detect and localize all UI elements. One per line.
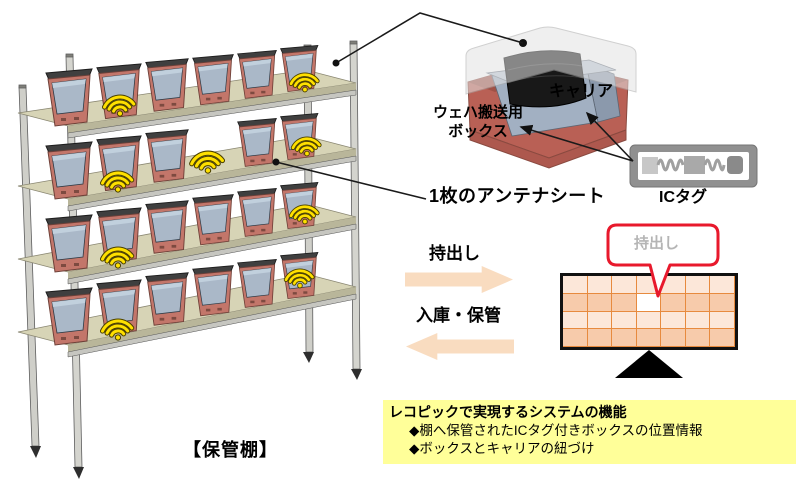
carrier-box-illustration	[465, 26, 637, 169]
grid-cell	[563, 293, 588, 312]
grid-cell	[612, 329, 637, 347]
grid-cell	[587, 276, 613, 294]
grid-cell	[685, 276, 711, 294]
grid-cell	[636, 311, 662, 330]
callout-bubble-label: 持出し	[634, 235, 680, 252]
grid-cell	[661, 276, 686, 294]
shelf-post-feet	[30, 352, 362, 479]
grid-cell	[636, 329, 662, 347]
grid-cell	[636, 293, 662, 312]
grid-cell	[661, 293, 686, 312]
shelf-map-monitor	[560, 273, 738, 350]
carrier-label: キャリア	[549, 83, 614, 100]
connector-lines	[272, 12, 634, 200]
translucent-lid	[465, 26, 637, 95]
grid-cell	[563, 329, 588, 347]
grid-cell	[685, 311, 711, 330]
checkin-label: 入庫・保管	[416, 306, 501, 325]
grid-cell	[612, 311, 637, 330]
shelf-caption: 【保管棚】	[183, 440, 278, 460]
grid-cell	[612, 293, 637, 312]
feature-item: ◆ボックスとキャリアの紐づけ	[409, 441, 595, 457]
grid-cell	[710, 293, 735, 312]
grid-cell	[587, 311, 613, 330]
checkout-label: 持出し	[429, 244, 480, 263]
grid-cell	[563, 276, 588, 294]
storage-shelf-illustration	[17, 40, 362, 479]
monitor-grid	[563, 276, 735, 347]
grid-cell	[710, 276, 735, 294]
grid-cell	[685, 329, 711, 347]
grid-cell	[661, 329, 686, 347]
grid-cell	[710, 329, 735, 347]
antenna-sheet-label: 1枚のアンテナシート	[429, 186, 606, 206]
grid-cell	[661, 311, 686, 330]
callout-bubble	[606, 223, 720, 298]
grid-cell	[710, 311, 735, 330]
wafer-box-label-line2: ボックス	[448, 122, 508, 140]
features-title: レコピックで実現するシステムの機能	[389, 404, 627, 420]
grid-cell	[685, 293, 711, 312]
rfid-tag-icon	[629, 144, 758, 188]
ic-tag-label: ICタグ	[659, 189, 708, 206]
features-box: レコピックで実現するシステムの機能 ◆棚へ保管されたICタグ付きボックスの位置情…	[383, 400, 796, 464]
grid-cell	[563, 311, 588, 330]
wafer-box-label: ウェハ搬送用 ボックス	[420, 104, 536, 142]
feature-item: ◆棚へ保管されたICタグ付きボックスの位置情報	[409, 423, 703, 439]
grid-cell	[587, 329, 613, 347]
grid-cell	[587, 293, 613, 312]
wafer-box-label-line1: ウェハ搬送用	[432, 104, 523, 121]
grid-cell	[612, 276, 637, 294]
features-list: ◆棚へ保管されたICタグ付きボックスの位置情報 ◆ボックスとキャリアの紐づけ	[389, 422, 790, 458]
